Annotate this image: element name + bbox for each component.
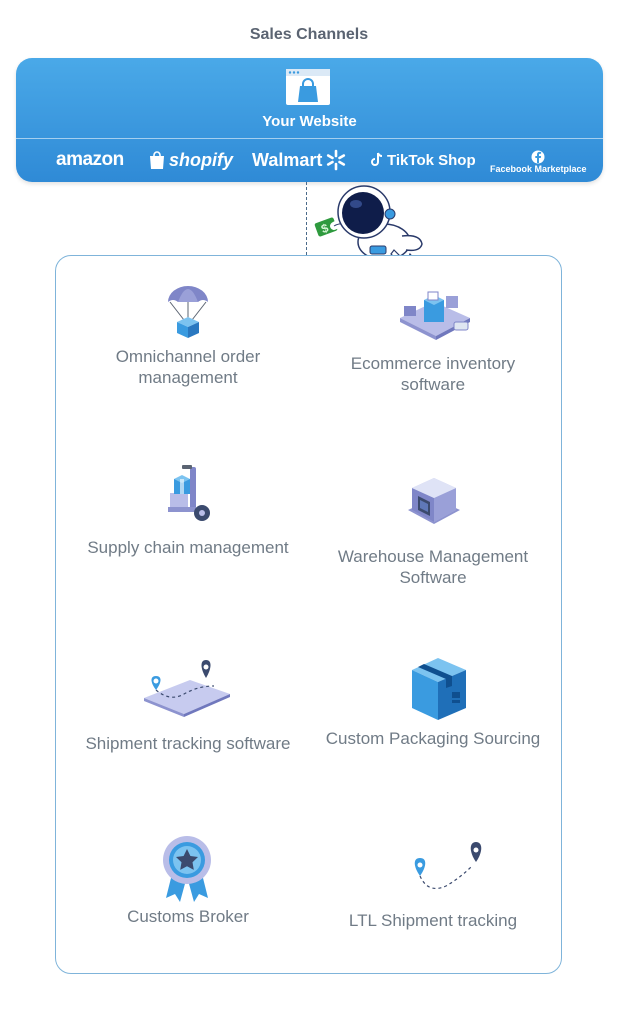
website-shopping-bag-icon (286, 69, 330, 105)
astronaut-with-cash-icon: $ (314, 185, 423, 272)
svg-text:$: $ (319, 221, 330, 237)
tiktok-shop-wordmark: TikTok Shop (387, 151, 476, 169)
service-label: Custom Packaging Sourcing (325, 729, 541, 748)
sales-channels-panel: Your Website amazon shopify Walmart TikT… (16, 58, 603, 182)
map-route-icon (144, 660, 230, 717)
walmart-logo: Walmart (252, 148, 347, 172)
facebook-icon (531, 150, 545, 164)
service-label: Customs Broker (127, 907, 249, 926)
service-label: Shipment tracking software (85, 734, 291, 753)
services-panel: Omnichannel order management Ecommerce i… (55, 255, 562, 974)
hand-truck-icon (168, 465, 210, 521)
route-pins-icon (414, 842, 482, 889)
service-label: Supply chain management (87, 538, 289, 557)
parachute-box-icon (168, 286, 208, 338)
tiktok-shop-logo: TikTok Shop (370, 148, 476, 172)
amazon-logo: amazon (56, 149, 124, 170)
channels-divider (16, 138, 603, 139)
page-title: Sales Channels (249, 26, 369, 43)
service-label: Ecommerce inventory software (350, 354, 516, 394)
walmart-wordmark: Walmart (252, 149, 323, 170)
tiktok-note-icon (371, 152, 383, 166)
your-website-label: Your Website (262, 113, 357, 130)
shopping-bag-icon (150, 151, 164, 169)
package-box-icon (412, 658, 466, 720)
shopify-wordmark: shopify (169, 149, 234, 170)
badge-ribbon-icon (163, 836, 211, 902)
facebook-marketplace-logo: Facebook Marketplace (490, 140, 587, 174)
service-label: Omnichannel order management (115, 347, 261, 387)
connector-line (306, 182, 307, 255)
warehouse-icon (408, 478, 460, 524)
shopify-logo: shopify (148, 148, 233, 172)
service-label: Warehouse Management Software (337, 547, 529, 587)
inventory-platform-icon (400, 291, 470, 340)
service-label: LTL Shipment tracking (348, 911, 518, 930)
facebook-marketplace-wordmark: Facebook Marketplace (490, 164, 587, 174)
walmart-spark-icon (327, 149, 346, 171)
